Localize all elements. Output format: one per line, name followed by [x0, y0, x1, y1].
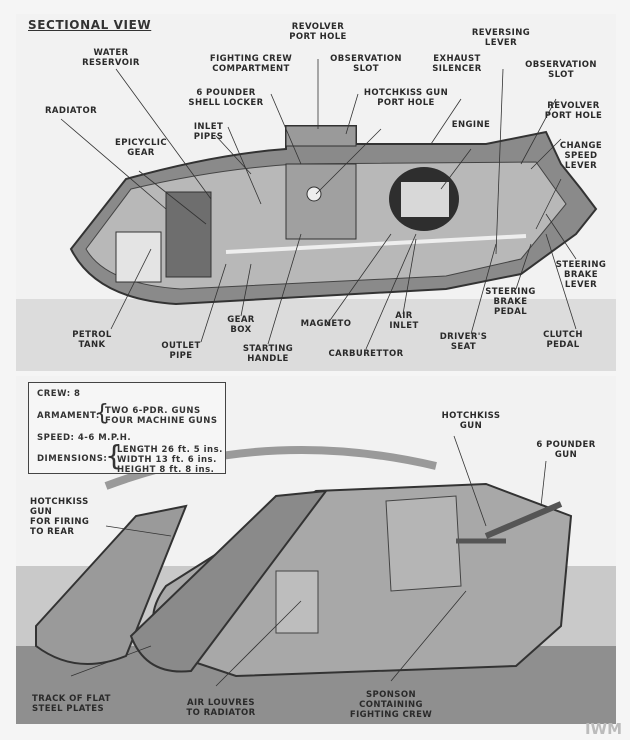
- sectional-view-panel: SECTIONAL VIEW REVOLVER PORT HOLE REVERS…: [16, 14, 616, 371]
- label-six-pounder-gun: 6 POUNDER GUN: [536, 440, 596, 460]
- label-fighting-crew-compartment: FIGHTING CREW COMPARTMENT: [209, 54, 293, 74]
- brace-icon: {: [95, 401, 110, 426]
- spec-speed: SPEED: 4-6 M.P.H.: [37, 433, 132, 443]
- spec-width: WIDTH 13 ft. 6 ins.: [117, 455, 217, 465]
- sectional-tank-illustration: [16, 59, 616, 371]
- spec-armament-2: FOUR MACHINE GUNS: [105, 416, 218, 426]
- label-radiator: RADIATOR: [44, 106, 98, 116]
- brace-icon: {: [105, 439, 124, 472]
- label-air-inlet: AIR INLET: [389, 311, 419, 331]
- spec-dimensions-label: DIMENSIONS:: [37, 454, 108, 464]
- label-steering-brake-pedal: STEERING BRAKE PEDAL: [485, 287, 536, 317]
- label-carburettor: CARBURETTOR: [328, 349, 404, 359]
- spec-length: LENGTH 26 ft. 5 ins.: [117, 445, 223, 455]
- spec-crew: CREW: 8: [37, 389, 81, 399]
- label-epicyclic-gear: EPICYCLIC GEAR: [115, 138, 167, 158]
- exterior-view-panel: CREW: 8 ARMAMENT: { TWO 6-PDR. GUNS FOUR…: [16, 376, 616, 724]
- label-sponson: SPONSON CONTAINING FIGHTING CREW: [349, 690, 433, 720]
- label-gear-box: GEAR BOX: [227, 315, 255, 335]
- label-steering-brake-lever: STEERING BRAKE LEVER: [555, 260, 607, 290]
- label-hotchkiss-gun: HOTCHKISS GUN: [441, 411, 501, 431]
- label-observation-slot-right: OBSERVATION SLOT: [525, 60, 597, 80]
- section-title: SECTIONAL VIEW: [28, 18, 152, 32]
- label-water-reservoir: WATER RESERVOIR: [82, 48, 140, 68]
- label-drivers-seat: DRIVER'S SEAT: [439, 332, 488, 352]
- label-inlet-pipes: INLET PIPES: [193, 122, 224, 142]
- label-hotchkiss-port-hole: HOTCHKISS GUN PORT HOLE: [363, 88, 449, 108]
- watermark: IWM: [584, 720, 622, 738]
- label-engine: ENGINE: [451, 120, 491, 130]
- label-outlet-pipe: OUTLET PIPE: [161, 341, 201, 361]
- spec-height: HEIGHT 8 ft. 8 ins.: [117, 465, 215, 475]
- spec-armament-1: TWO 6-PDR. GUNS: [105, 406, 201, 416]
- label-revolver-port-hole: REVOLVER PORT HOLE: [289, 22, 347, 42]
- label-clutch-pedal: CLUTCH PEDAL: [543, 330, 583, 350]
- label-air-louvres: AIR LOUVRES TO RADIATOR: [186, 698, 256, 718]
- label-starting-handle: STARTING HANDLE: [242, 344, 294, 364]
- label-observation-slot: OBSERVATION SLOT: [330, 54, 402, 74]
- label-track: TRACK OF FLAT STEEL PLATES: [32, 694, 111, 714]
- label-exhaust-silencer: EXHAUST SILENCER: [432, 54, 482, 74]
- label-change-speed-lever: CHANGE SPEED LEVER: [559, 141, 603, 171]
- label-magneto: MAGNETO: [300, 319, 352, 329]
- specifications-box: CREW: 8 ARMAMENT: { TWO 6-PDR. GUNS FOUR…: [28, 382, 226, 475]
- label-hotchkiss-rear: HOTCHKISS GUN FOR FIRING TO REAR: [30, 497, 90, 537]
- label-shell-locker: 6 POUNDER SHELL LOCKER: [188, 88, 264, 108]
- label-reversing-lever: REVERSING LEVER: [471, 28, 531, 48]
- spec-armament-label: ARMAMENT:: [37, 411, 100, 421]
- label-revolver-port-hole-right: REVOLVER PORT HOLE: [544, 101, 603, 121]
- exterior-tank-illustration: [16, 435, 616, 724]
- label-petrol-tank: PETROL TANK: [72, 330, 112, 350]
